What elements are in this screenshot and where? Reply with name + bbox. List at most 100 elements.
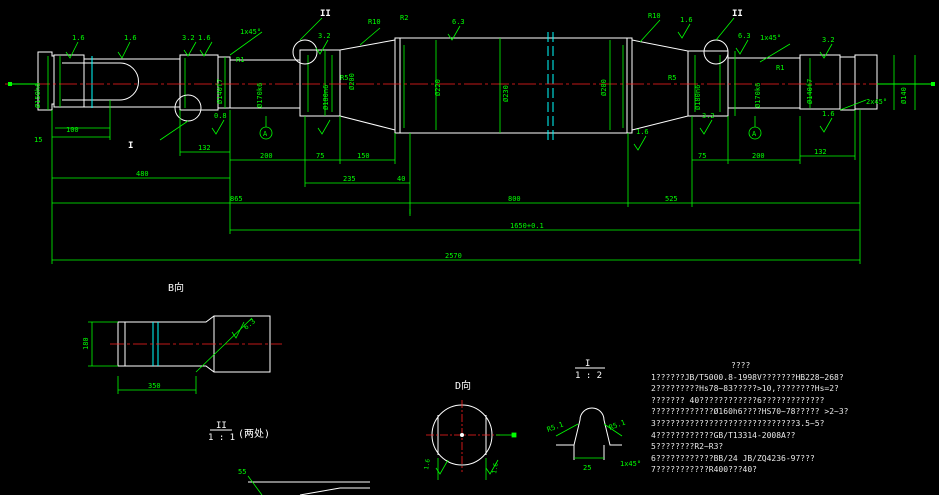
- roughness-3: 3.2: [182, 34, 195, 42]
- notes-line-8: 6????????????BB/24 JB/ZQ4236-97???: [651, 453, 815, 463]
- radius-r2: R2: [400, 14, 408, 22]
- view-d-dims: [435, 432, 517, 480]
- dim-75-left: 75: [316, 152, 324, 160]
- detail-1-numeral: I: [585, 359, 590, 369]
- roughness-6: 6.3: [452, 18, 465, 26]
- radius-r10-left: R10: [368, 18, 381, 26]
- dia-left-1: Ø150h6: [34, 83, 42, 108]
- view-b-title: B向: [168, 281, 184, 294]
- notes-line-2: 2?????????Hs78~83?????>10,????????Hs=2?: [651, 384, 839, 394]
- shaft-outline: [37, 37, 878, 134]
- axis-end-marker-right: [931, 82, 935, 86]
- dim-865: 865: [230, 195, 243, 203]
- radius-r1-right: R1: [776, 64, 784, 72]
- notes-line-6: 4????????????GB/T13314-2008A??: [651, 430, 796, 440]
- view-b-dim-180: 180: [82, 337, 90, 350]
- dim-800: 800: [508, 195, 521, 203]
- dim-200-right: 200: [752, 152, 765, 160]
- roughness-8: 6.3: [738, 32, 751, 40]
- notes-line-3: ??????? 40????????????6?????????????: [651, 395, 825, 405]
- dim-overall-length: 2570: [445, 252, 462, 260]
- detail-1-r-left: R5.1: [546, 421, 565, 434]
- view-d-roughness-right: 1.6: [491, 462, 500, 474]
- detail-1-dim-25: 25: [583, 464, 591, 472]
- dim-tolerance: 1650+0.1: [510, 222, 544, 230]
- detail-1-chamfer: 1x45°: [620, 460, 641, 468]
- notes-line-9: 7???????????R400???40?: [651, 465, 757, 475]
- roughness-7: 1.6: [680, 16, 693, 24]
- dim-75-right: 75: [698, 152, 706, 160]
- chamfer-2: 1x45°: [760, 34, 781, 42]
- radius-r10-right: R10: [648, 12, 661, 20]
- datum-symbols: [259, 116, 762, 140]
- detail-1-profile: [556, 407, 622, 460]
- notes-line-7: 5????????R2~R3?: [651, 442, 724, 452]
- roughness-2: 1.6: [124, 34, 137, 42]
- roughness-4: 1.6: [198, 34, 211, 42]
- dim-15: 15: [34, 136, 42, 144]
- roughness-1: 1.6: [72, 34, 85, 42]
- notes-line-1: 1??????JB/T5000.8-1998V???????HB228~268?: [651, 372, 844, 382]
- datum-a-right: A: [752, 130, 757, 138]
- view-b-roughness: 6.3: [242, 317, 257, 331]
- dia-center-1: Ø220: [434, 79, 442, 96]
- radius-r1-left: R1: [236, 56, 244, 64]
- roughness-symbols: [65, 23, 833, 151]
- detail-1-r-right: R5.1: [608, 419, 627, 432]
- dim-150: 150: [357, 152, 370, 160]
- detail-2-profile: [248, 481, 370, 495]
- detail-1-scale: 1 : 2: [575, 371, 602, 381]
- dia-right-4: Ø140f7: [806, 79, 814, 104]
- section-mark-ii-right: II: [732, 9, 743, 19]
- axis-end-marker-left: [8, 82, 12, 86]
- dia-left-3: Ø170k6: [256, 83, 264, 108]
- view-b-dim-350: 350: [148, 382, 161, 390]
- dia-left-4: Ø180n6: [322, 85, 330, 110]
- detail-1-title-group: I 1 : 2: [575, 359, 605, 381]
- detail-2-title-group: II 1 : 1 (两处): [208, 421, 270, 443]
- notes-line-4: ?????????????Ø160h6????HS70~78????? >2~3…: [651, 407, 849, 417]
- dim-480: 480: [136, 170, 149, 178]
- view-d-title: D向: [455, 379, 471, 392]
- roughness-5: 3.2: [318, 32, 331, 40]
- section-mark-ii-left: II: [320, 9, 331, 19]
- dim-235: 235: [343, 175, 356, 183]
- radius-r5-left: R5: [340, 74, 348, 82]
- dim-132-left: 132: [198, 144, 211, 152]
- view-b-outline: [117, 315, 271, 373]
- dia-right-2: Ø180n6: [694, 85, 702, 110]
- dim-100: 100: [66, 126, 79, 134]
- detail-2-dim-55: 55: [238, 468, 246, 476]
- roughness-11: 0.8: [214, 112, 227, 120]
- dim-40: 40: [397, 175, 405, 183]
- radius-r5-right: R5: [668, 74, 676, 82]
- dia-center-2: Ø230: [502, 85, 510, 102]
- chamfer-3: 2x45°: [866, 98, 887, 106]
- dia-left-2: Ø140f7: [216, 79, 224, 104]
- section-mark-i: I: [128, 141, 133, 151]
- roughness-13: 3.2: [702, 112, 715, 120]
- technical-notes: ???? 1??????JB/T5000.8-1998V???????HB228…: [651, 360, 939, 476]
- dia-right-3: Ø170k6: [754, 83, 762, 108]
- dia-right-1: Ø200: [600, 79, 608, 96]
- dim-200-left: 200: [260, 152, 273, 160]
- view-d-roughness-left: 1.6: [423, 458, 432, 470]
- detail-2-scale: 1 : 1: [208, 433, 235, 443]
- dimension-lines: [47, 17, 916, 264]
- roughness-9: 3.2: [822, 36, 835, 44]
- roughness-10: 1.6: [822, 110, 835, 118]
- view-b-dims: [88, 317, 253, 394]
- detail-2-numeral: II: [216, 421, 227, 431]
- detail-2-leader: [247, 475, 263, 495]
- dia-right-5: Ø140: [900, 87, 908, 104]
- dim-132-right: 132: [814, 148, 827, 156]
- dim-525: 525: [665, 195, 678, 203]
- detail-1-dims: [555, 423, 623, 459]
- chamfer-1: 1x45°: [240, 28, 261, 36]
- roughness-12: 1.6: [636, 128, 649, 136]
- datum-a-left: A: [263, 130, 268, 138]
- section-cut-mark: [91, 32, 554, 140]
- notes-title: ????: [731, 361, 751, 370]
- dia-left-5: Ø200: [348, 73, 356, 90]
